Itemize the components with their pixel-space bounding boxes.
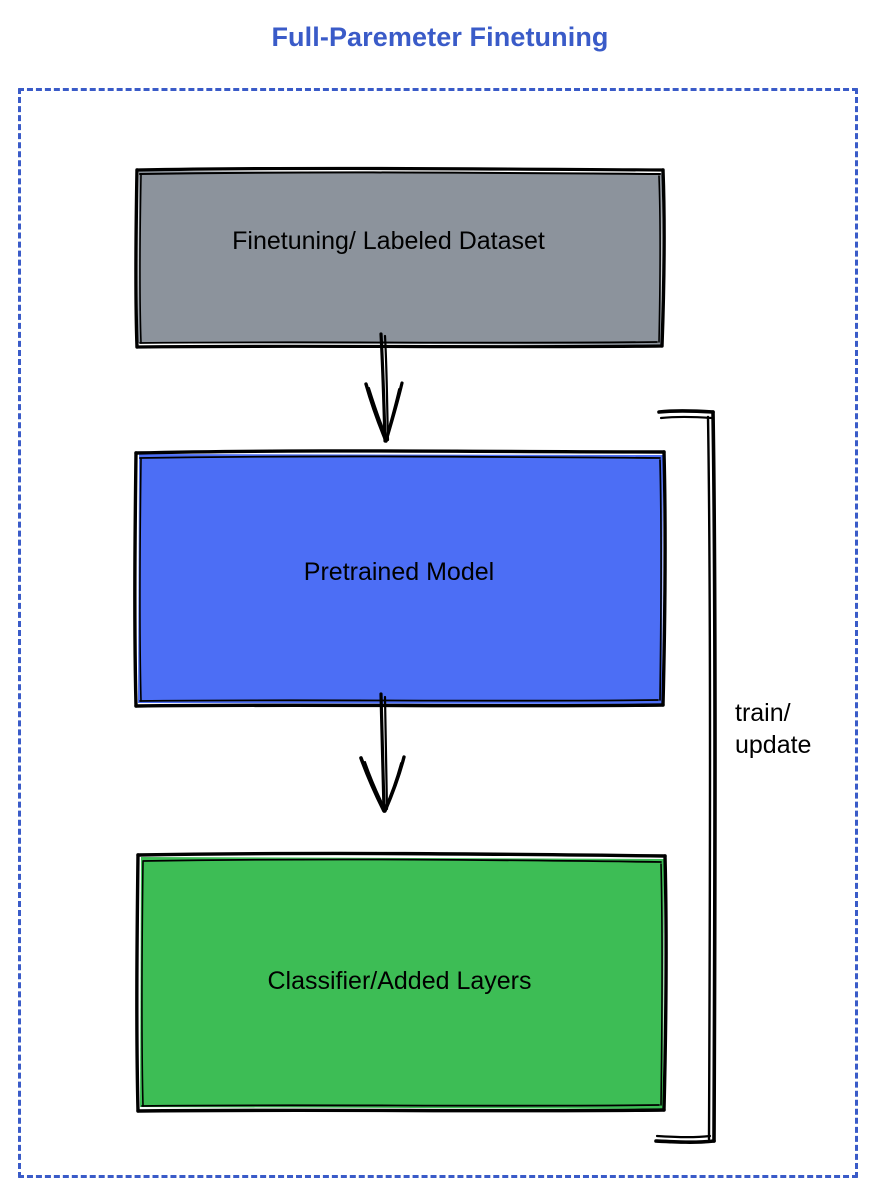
node-finetuning-labeled-dataset[interactable]: Finetuning/ Labeled Dataset (134, 166, 666, 349)
diagram-dashed-frame (18, 88, 858, 1178)
loop-label-line-1: train/ (735, 699, 791, 727)
node-classifier-added-layers[interactable]: Classifier/Added Layers (135, 851, 668, 1113)
node-dataset-label: Finetuning/ Labeled Dataset (232, 226, 545, 255)
page-title: Full-Paremeter Finetuning (271, 22, 609, 52)
node-pretrained-model[interactable]: Pretrained Model (133, 449, 667, 708)
node-classifier-label: Classifier/Added Layers (267, 966, 532, 995)
edge-loop-label: train/update (735, 697, 811, 761)
node-pretrained-label: Pretrained Model (303, 557, 495, 586)
loop-label-line-2: update (735, 731, 812, 759)
